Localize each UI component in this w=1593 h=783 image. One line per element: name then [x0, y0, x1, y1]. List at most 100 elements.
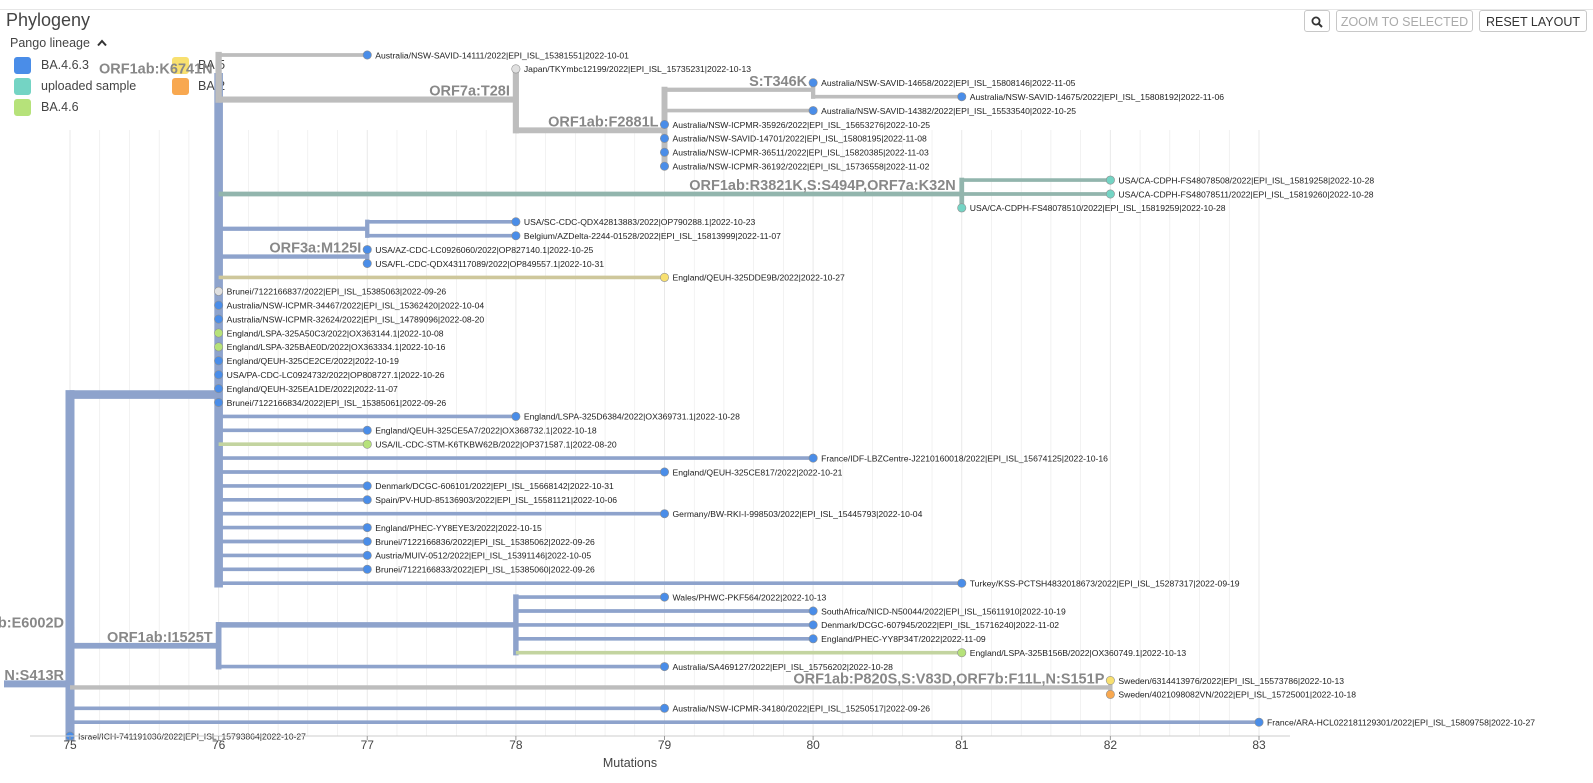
sample-label[interactable]: USA/CA-CDPH-FS48078508/2022|EPI_ISL_1581… — [1118, 175, 1374, 185]
sample-label[interactable]: Australia/NSW-SAVID-14111/2022|EPI_ISL_1… — [375, 50, 629, 60]
sample-label[interactable]: Japan/TKYmbc12199/2022|EPI_ISL_15735231|… — [524, 64, 751, 74]
sample-node[interactable] — [214, 300, 224, 310]
sample-label[interactable]: England/QEUH-325EA1DE/2022|2022-11-07 — [227, 384, 398, 394]
sample-node[interactable] — [659, 662, 669, 672]
sample-node[interactable] — [214, 384, 224, 394]
sample-label[interactable]: USA/AZ-CDC-LC0926060/2022|OP827140.1|202… — [375, 245, 593, 255]
sample-label[interactable]: Austria/MUIV-0512/2022|EPI_ISL_15391146|… — [375, 551, 591, 561]
sample-node[interactable] — [1105, 189, 1115, 199]
sample-node[interactable] — [808, 106, 818, 116]
sample-node[interactable] — [362, 50, 372, 60]
sample-node[interactable] — [362, 245, 372, 255]
sample-node[interactable] — [362, 495, 372, 505]
sample-label[interactable]: Australia/NSW-SAVID-14701/2022|EPI_ISL_1… — [673, 134, 928, 144]
sample-label[interactable]: USA/FL-CDC-QDX43117089/2022|OP849557.1|2… — [375, 259, 604, 269]
sample-label[interactable]: Australia/NSW-SAVID-14382/2022|EPI_ISL_1… — [821, 106, 1076, 116]
sample-node[interactable] — [362, 258, 372, 268]
sample-label[interactable]: Australia/NSW-ICPMR-32624/2022|EPI_ISL_1… — [227, 314, 485, 324]
sample-label[interactable]: USA/CA-CDPH-FS48078510/2022|EPI_ISL_1581… — [970, 203, 1226, 213]
sample-label[interactable]: Turkey/KSS-PCTSH4832018673/2022|EPI_ISL_… — [970, 579, 1240, 589]
sample-node[interactable] — [957, 92, 967, 102]
sample-node[interactable] — [659, 147, 669, 157]
sample-node[interactable] — [214, 370, 224, 380]
sample-label[interactable]: England/LSPA-325A50C3/2022|OX363144.1|20… — [227, 328, 444, 338]
sample-label[interactable]: France/IDF-LBZCentre-J2210160018/2022|EP… — [821, 453, 1108, 463]
sample-node[interactable] — [659, 272, 669, 282]
sample-node[interactable] — [362, 523, 372, 533]
sample-label[interactable]: Sweden/6314413976/2022|EPI_ISL_15573786|… — [1118, 676, 1344, 686]
sample-node[interactable] — [808, 620, 818, 630]
sample-label[interactable]: England/LSPA-325B156B/2022|OX360749.1|20… — [970, 648, 1187, 658]
sample-label[interactable]: France/ARA-HCL022181129301/2022|EPI_ISL_… — [1267, 718, 1535, 728]
sample-node[interactable] — [362, 536, 372, 546]
sample-node[interactable] — [511, 64, 521, 74]
zoom-to-selected-button[interactable]: ZOOM TO SELECTED — [1336, 10, 1473, 32]
sample-node[interactable] — [659, 161, 669, 171]
legend-toggle[interactable]: Pango lineage — [10, 36, 108, 50]
sample-label[interactable]: Brunei/7122166834/2022|EPI_ISL_15385061|… — [227, 398, 447, 408]
sample-label[interactable]: Australia/NSW-ICPMR-36192/2022|EPI_ISL_1… — [673, 162, 930, 172]
sample-node[interactable] — [511, 231, 521, 241]
sample-label[interactable]: England/PHEC-YY8P34T/2022|2022-11-09 — [821, 634, 986, 644]
sample-label[interactable]: England/QEUH-325CE817/2022|2022-10-21 — [673, 467, 843, 477]
sample-label[interactable]: Australia/NSW-SAVID-14658/2022|EPI_ISL_1… — [821, 78, 1076, 88]
sample-label[interactable]: England/QEUH-325CE2CE/2022|2022-10-19 — [227, 356, 400, 366]
sample-node[interactable] — [1254, 717, 1264, 727]
sample-node[interactable] — [659, 467, 669, 477]
sample-node[interactable] — [511, 411, 521, 421]
sample-label[interactable]: Wales/PHWC-PKF564/2022|2022-10-13 — [673, 592, 827, 602]
sample-label[interactable]: Germany/BW-RKI-I-998503/2022|EPI_ISL_154… — [673, 509, 923, 519]
sample-node[interactable] — [659, 592, 669, 602]
sample-label[interactable]: England/LSPA-325BAE0D/2022|OX363334.1|20… — [227, 342, 446, 352]
sample-node[interactable] — [659, 509, 669, 519]
sample-label[interactable]: Australia/NSW-ICPMR-35926/2022|EPI_ISL_1… — [673, 120, 931, 130]
reset-layout-button[interactable]: RESET LAYOUT — [1479, 10, 1587, 32]
sample-node[interactable] — [214, 356, 224, 366]
sample-label[interactable]: Denmark/DCGC-606101/2022|EPI_ISL_1566814… — [375, 481, 614, 491]
sample-node[interactable] — [957, 578, 967, 588]
sample-label[interactable]: USA/CA-CDPH-FS48078511/2022|EPI_ISL_1581… — [1118, 189, 1373, 199]
sample-node[interactable] — [659, 133, 669, 143]
sample-label[interactable]: Australia/NSW-ICPMR-34180/2022|EPI_ISL_1… — [673, 704, 931, 714]
sample-label[interactable]: England/LSPA-325D6384/2022|OX369731.1|20… — [524, 412, 740, 422]
sample-label[interactable]: Australia/SA469127/2022|EPI_ISL_15756202… — [673, 662, 894, 672]
search-button[interactable] — [1304, 10, 1330, 32]
sample-node[interactable] — [1105, 689, 1115, 699]
sample-label[interactable]: England/QEUH-325CE5A7/2022|OX368732.1|20… — [375, 426, 597, 436]
sample-label[interactable]: USA/SC-CDC-QDX42813883/2022|OP790288.1|2… — [524, 217, 756, 227]
sample-node[interactable] — [362, 481, 372, 491]
sample-node[interactable] — [808, 78, 818, 88]
sample-node[interactable] — [362, 550, 372, 560]
sample-node[interactable] — [214, 328, 224, 338]
sample-label[interactable]: England/QEUH-325DDE9B/2022|2022-10-27 — [673, 273, 846, 283]
sample-label[interactable]: Belgium/AZDelta-2244-01528/2022|EPI_ISL_… — [524, 231, 781, 241]
sample-node[interactable] — [1105, 675, 1115, 685]
sample-label[interactable]: Sweden/4021098082VN/2022|EPI_ISL_1572500… — [1118, 690, 1356, 700]
sample-label[interactable]: SouthAfrica/NICD-N50044/2022|EPI_ISL_156… — [821, 606, 1066, 616]
sample-label[interactable]: England/PHEC-YY8EYE3/2022|2022-10-15 — [375, 523, 542, 533]
sample-label[interactable]: Australia/NSW-SAVID-14675/2022|EPI_ISL_1… — [970, 92, 1225, 102]
sample-node[interactable] — [1105, 175, 1115, 185]
sample-node[interactable] — [808, 606, 818, 616]
sample-node[interactable] — [362, 425, 372, 435]
sample-node[interactable] — [659, 703, 669, 713]
sample-label[interactable]: Australia/NSW-ICPMR-36511/2022|EPI_ISL_1… — [673, 148, 929, 158]
sample-node[interactable] — [808, 453, 818, 463]
sample-label[interactable]: USA/PA-CDC-LC0924732/2022|OP808727.1|202… — [227, 370, 445, 380]
sample-label[interactable]: Brunei/7122166837/2022|EPI_ISL_15385063|… — [227, 287, 447, 297]
sample-label[interactable]: Brunei/7122166833/2022|EPI_ISL_15385060|… — [375, 565, 595, 575]
sample-node[interactable] — [808, 634, 818, 644]
sample-label[interactable]: Denmark/DCGC-607945/2022|EPI_ISL_1571624… — [821, 620, 1059, 630]
sample-node[interactable] — [362, 439, 372, 449]
sample-node[interactable] — [659, 120, 669, 130]
sample-label[interactable]: Australia/NSW-ICPMR-34467/2022|EPI_ISL_1… — [227, 301, 485, 311]
sample-node[interactable] — [957, 203, 967, 213]
sample-label[interactable]: USA/IL-CDC-STM-K6TKBW62B/2022|OP371587.1… — [375, 440, 617, 450]
sample-node[interactable] — [214, 342, 224, 352]
sample-node[interactable] — [214, 314, 224, 324]
sample-node[interactable] — [214, 397, 224, 407]
sample-node[interactable] — [362, 564, 372, 574]
sample-node[interactable] — [957, 648, 967, 658]
sample-node[interactable] — [214, 286, 224, 296]
